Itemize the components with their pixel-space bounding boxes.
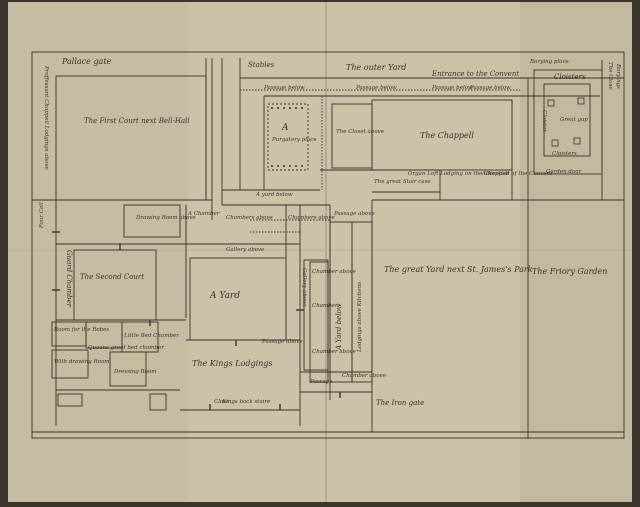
drawing-room-outline (123, 204, 181, 238)
paper-shade-right (520, 2, 632, 502)
passage-above-label: Passage above (262, 339, 303, 345)
dressing-room-outline (109, 351, 147, 387)
passage-below-label: Passage below (264, 85, 305, 91)
stables-label: Stables (248, 61, 275, 69)
passage-above-label: Passage above (334, 211, 375, 217)
withdrawing-room-label: With drawing Room (54, 359, 110, 365)
organ-loft-label: Organ Loft Lodging on the Chappell (408, 171, 509, 177)
small-room (57, 393, 83, 407)
paper-shade-left (8, 2, 188, 502)
chamber-above-label: Chamber above (342, 373, 386, 379)
iron-gate-label: The Iron gate (376, 399, 425, 407)
kings-lodgings-label: The Kings Lodgings (192, 359, 273, 368)
withdrawing-outline (51, 349, 89, 379)
second-court-label: The Second Court (80, 273, 145, 281)
chambers-above-label: Chambers above (288, 215, 335, 221)
small-room (149, 393, 167, 411)
chappell-label: The Chappell (420, 131, 474, 140)
pallace-gate-label: Pallace gate (62, 57, 112, 66)
drawing-room-label: Drawing Room above (136, 215, 196, 221)
little-bed-label: Little Bed Chamber (124, 333, 179, 339)
purgatory-letter: A (282, 123, 289, 133)
guard-chamber-label: Guard Chamber (65, 250, 73, 307)
a-yard-below-vertical-label: A Yard below (335, 303, 343, 350)
great-yard-label: The great Yard next St. James's Park (384, 265, 533, 274)
close-label: Close (214, 399, 230, 405)
chamber-above-vertical: Chamber above (312, 349, 356, 355)
chambers-column (309, 261, 329, 383)
kings-back-staire-label: Kings back staire (222, 399, 271, 405)
friory-garden-label: The Friory Garden (532, 267, 608, 276)
burying-place-label: Burying place (530, 59, 569, 65)
garden-door-label: Garden door (546, 169, 582, 175)
gallery-above-vertical-label: Gallery above (301, 268, 307, 307)
chamber-label: Chamber (312, 303, 338, 309)
adoration-convent-label: Adoration of the Convent (482, 171, 553, 177)
passage-below-label: Passage below (432, 85, 473, 91)
purgatory-place-label: Purgatory place (272, 137, 317, 143)
entrance-convent-label: Entrance to the Convent (432, 70, 520, 78)
passage-label: Passage (310, 379, 333, 385)
great-stair-case-label: The great Stair case (374, 179, 431, 185)
dressing-room-label: Dressing Room (114, 369, 157, 375)
chambers-above-label: Chambers above (226, 215, 273, 221)
queens-bed-label: Queens great bed chamber (88, 345, 164, 351)
a-yard-label: A Yard (210, 291, 241, 301)
purgatory-place-outline (267, 103, 309, 171)
cloisters-label: Cloisters (554, 73, 586, 81)
a-yard-below-label: A yard below (256, 192, 293, 198)
chamber-above-vertical: Chamber above (312, 269, 356, 275)
four-cell-label: Four Cell (39, 202, 45, 228)
gallery-above-label: Gallery above (226, 247, 265, 253)
proffessant-chappell-label: Proffessant Chappell Lodgings above (43, 66, 49, 170)
buryings-label: Buryings (615, 64, 621, 89)
cloisters-lower-label: Cloisters (552, 151, 577, 157)
passage-below-label: Passage below (356, 85, 397, 91)
map-outer-frame (31, 51, 625, 439)
first-court-label: The First Court next Bell-Hall (84, 117, 190, 125)
cloister-left-label: Cloister (541, 110, 547, 132)
outer-yard-label: The outer Yard (346, 63, 407, 72)
a-chamber-label: A Chamber (188, 211, 220, 217)
lodgings-kitchens-label: Lodgings above Kitchens (357, 282, 363, 352)
closet-above-label: The Closet above (336, 129, 385, 135)
cloister-yard (543, 83, 591, 157)
great-gap-label: Great gap (560, 117, 588, 123)
robes-room-label: Room for the Robes (54, 327, 110, 333)
the-close-label: The Close (607, 62, 613, 90)
passage-below-label: Passage below (470, 85, 511, 91)
